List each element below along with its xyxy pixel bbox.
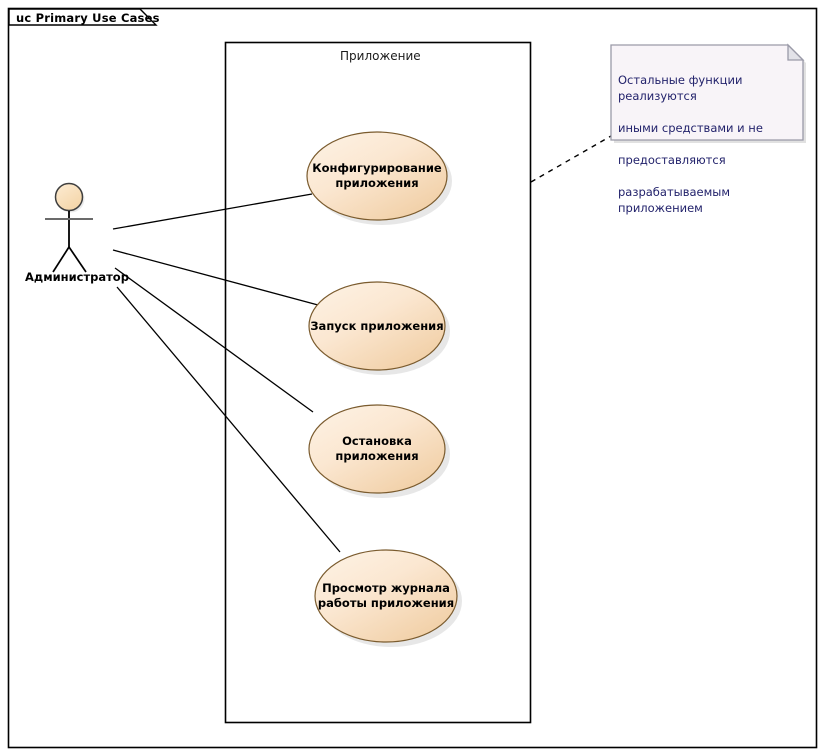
association-line-uc1 [112,193,313,230]
diagram-frame [7,7,818,749]
association-line-uc3 [114,267,314,413]
actor-leg-right [68,246,87,273]
note-text-line2: иными средствами и не [618,121,763,135]
use-case-label-uc1: Конфигурирование приложения [307,161,447,191]
use-case-uc4[interactable] [314,549,462,647]
note-text-line3: предоставляются [618,153,726,167]
use-case-label-uc3-line2: приложения [335,449,419,463]
use-case-label-uc1-line1: Конфигурирование [312,161,442,175]
use-case-label-uc2: Запуск приложения [309,319,445,334]
note-anchor-line [530,135,612,183]
use-case-label-uc1-line2: приложения [335,176,419,190]
note-text-line4: разрабатываемым приложением [618,185,731,215]
use-case-label-uc3-line1: Остановка [342,434,412,448]
actor-administrator[interactable] [45,182,93,273]
actor-label: Администратор [25,270,129,284]
use-case-label-uc2-line1: Запуск приложения [310,319,444,333]
frame-title: uc Primary Use Cases [16,11,160,25]
use-case-label-uc3: Остановка приложения [309,434,445,464]
note-fold-icon [787,43,805,61]
actor-leg-left [52,246,70,273]
use-case-label-uc4-line2: работы приложения [317,596,455,610]
association-line-uc2 [112,249,319,306]
use-case-label-uc4-line1: Просмотр журнала [322,581,450,595]
use-case-uc1[interactable] [306,131,452,225]
association-line-uc4 [116,286,341,553]
note-text: Остальные функции реализуются иными сред… [618,56,796,232]
use-case-label-uc4: Просмотр журнала работы приложения [315,581,457,611]
use-case-uc2[interactable] [308,281,450,375]
boundary-label: Приложение [340,49,421,63]
association-lines [112,193,341,553]
use-case-uc3[interactable] [308,404,450,498]
actor-head-icon [54,182,84,212]
note-text-line1: Остальные функции реализуются [618,73,743,103]
note-box[interactable] [610,43,806,143]
